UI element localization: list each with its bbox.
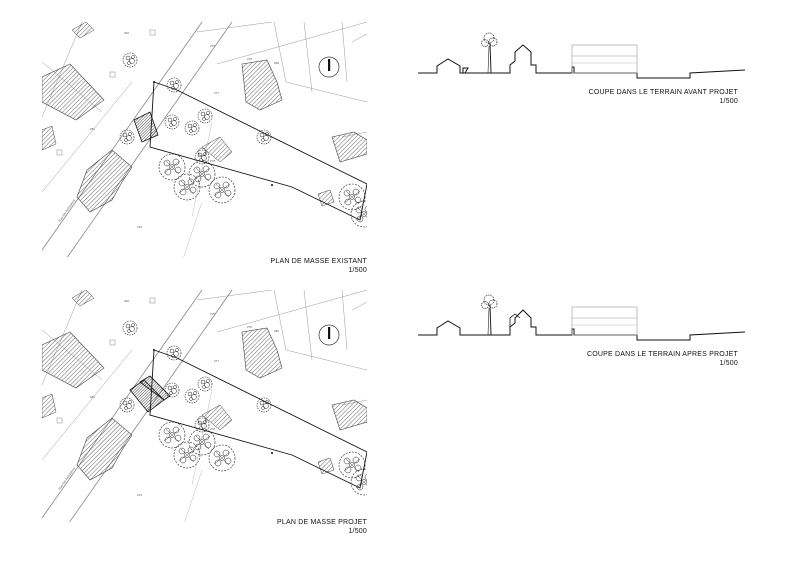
- parcel-number-275: 275: [210, 44, 215, 48]
- parcel-number-300: 300: [124, 299, 129, 303]
- section-before-drawing: [418, 32, 745, 79]
- parcel-number-277: 277: [214, 359, 219, 363]
- site-plan-existing: 300 275 276 280 277 278 279 281 Rue des …: [42, 22, 367, 257]
- parcel-number-280: 280: [274, 329, 279, 333]
- parcel-number-300: 300: [124, 31, 129, 35]
- street-label: Rue des Ardoisières: [58, 198, 77, 223]
- site-plan-project-caption: PLAN DE MASSE PROJET 1/500: [200, 518, 367, 536]
- parcel-number-276: 276: [247, 325, 252, 329]
- parcel-number-280: 280: [274, 61, 279, 65]
- site-plan-existing-scale: 1/500: [348, 267, 367, 274]
- parcel-number-276: 276: [247, 57, 252, 61]
- section-before: [415, 28, 745, 88]
- section-after-scale: 1/500: [719, 360, 738, 367]
- parcel-number-279: 279: [137, 225, 142, 229]
- parcel-number-275: 275: [210, 312, 215, 316]
- site-plan-existing-title: PLAN DE MASSE EXISTANT: [270, 258, 367, 265]
- site-plan-project-scale: 1/500: [348, 528, 367, 535]
- parcel-number-277: 277: [214, 91, 219, 95]
- site-plan-existing-caption: PLAN DE MASSE EXISTANT 1/500: [200, 257, 367, 275]
- section-after-title: COUPE DANS LE TERRAIN APRES PROJET: [587, 351, 738, 358]
- section-after: [415, 290, 745, 350]
- parcel-number-278: 278: [210, 159, 215, 163]
- parcel-number-281: 281: [90, 395, 95, 399]
- site-plan-project-title: PLAN DE MASSE PROJET: [277, 519, 367, 526]
- section-before-title: COUPE DANS LE TERRAIN AVANT PROJET: [588, 89, 738, 96]
- parcel-number-279: 279: [137, 493, 142, 497]
- street-label: Rue des Ardoisières: [58, 466, 77, 491]
- section-before-caption: COUPE DANS LE TERRAIN AVANT PROJET 1/500: [545, 88, 738, 106]
- site-plan-project-drawing: 300 275 276 280 277 278 279 281 Rue des …: [42, 290, 367, 522]
- site-plan-existing-drawing: 300 275 276 280 277 278 279 281 Rue des …: [42, 22, 367, 257]
- section-after-drawing: [418, 294, 745, 341]
- parcel-number-281: 281: [90, 127, 95, 131]
- parcel-number-278: 278: [210, 427, 215, 431]
- section-after-caption: COUPE DANS LE TERRAIN APRES PROJET 1/500: [545, 350, 738, 368]
- site-plan-project: 300 275 276 280 277 278 279 281 Rue des …: [42, 290, 367, 522]
- section-before-scale: 1/500: [719, 98, 738, 105]
